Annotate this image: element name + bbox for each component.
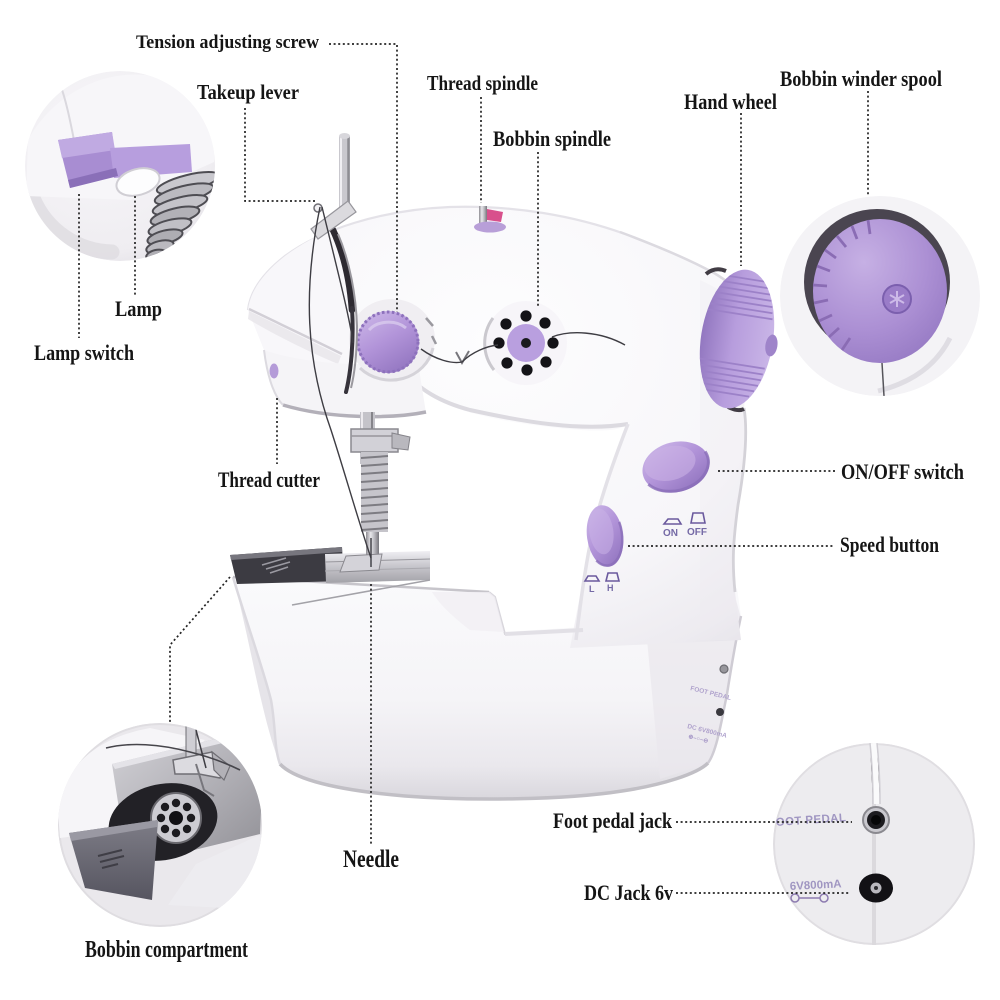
- svg-text:Needle: Needle: [343, 846, 399, 873]
- svg-text:Tension adjusting screw: Tension adjusting screw: [136, 33, 320, 53]
- svg-text:Bobbin winder spool: Bobbin winder spool: [780, 66, 942, 91]
- svg-text:OFF: OFF: [687, 527, 707, 538]
- svg-text:L: L: [589, 584, 595, 594]
- svg-text:Bobbin compartment: Bobbin compartment: [85, 937, 248, 963]
- svg-text:6V800mA: 6V800mA: [790, 878, 842, 893]
- svg-text:ON: ON: [663, 528, 678, 539]
- svg-text:Bobbin spindle: Bobbin spindle: [493, 126, 611, 151]
- svg-text:Thread cutter: Thread cutter: [218, 467, 320, 492]
- svg-text:Thread spindle: Thread spindle: [427, 71, 538, 95]
- svg-text:Lamp: Lamp: [115, 296, 162, 321]
- svg-text:H: H: [607, 583, 614, 593]
- svg-text:Hand wheel: Hand wheel: [684, 89, 777, 114]
- svg-text:ON/OFF switch: ON/OFF switch: [841, 459, 964, 484]
- svg-text:Lamp switch: Lamp switch: [34, 340, 134, 365]
- svg-text:Speed button: Speed button: [840, 532, 939, 557]
- svg-text:DC Jack 6v: DC Jack 6v: [584, 880, 673, 905]
- svg-text:Takeup lever: Takeup lever: [197, 80, 299, 104]
- svg-text:OOT PEDAL: OOT PEDAL: [775, 812, 846, 829]
- svg-text:Foot pedal jack: Foot pedal jack: [553, 808, 673, 833]
- svg-text:⊕–○–⊖: ⊕–○–⊖: [688, 734, 709, 745]
